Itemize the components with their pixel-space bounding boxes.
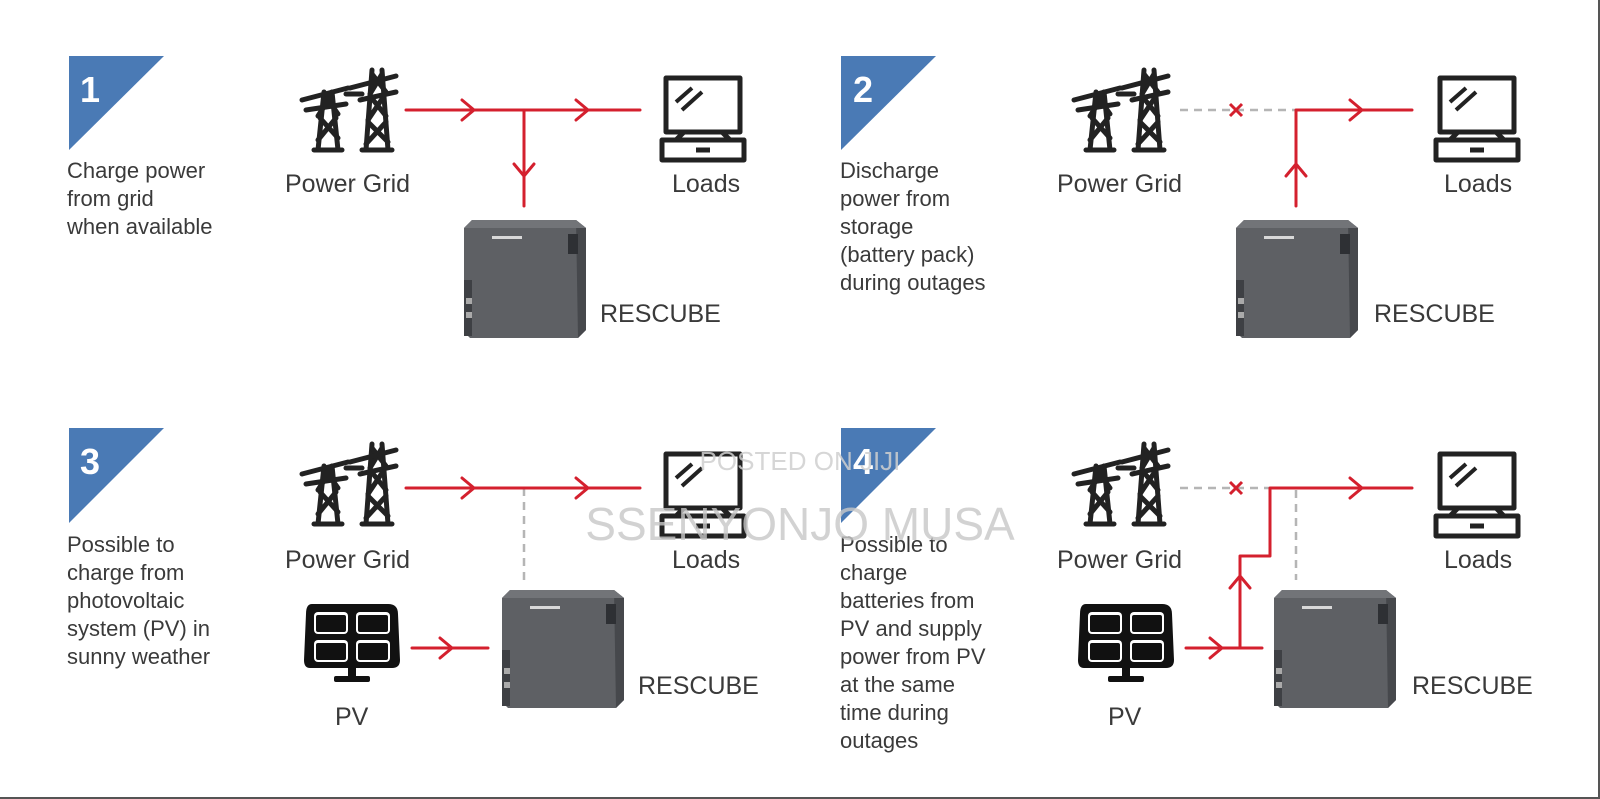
battery-icon [1236, 220, 1358, 338]
step-badge [841, 56, 936, 150]
watermark-line-1: POSTED ON JIJI [700, 446, 901, 476]
storage-label: RESCUBE [600, 300, 721, 328]
watermark-line-2: SSENYONJO MUSA [585, 498, 1015, 550]
power-grid-icon [1074, 444, 1168, 524]
panel-description: Charge power from grid when available [66, 158, 213, 239]
power-grid-icon [302, 70, 396, 150]
loads-label: Loads [1444, 546, 1512, 574]
power-grid-label: Power Grid [1057, 170, 1182, 198]
power-flow-arrows [404, 476, 642, 660]
step-number: 1 [80, 69, 100, 110]
loads-icon [662, 78, 744, 160]
power-grid-icon [1074, 70, 1168, 150]
loads-icon [1436, 454, 1518, 536]
watermark: POSTED ON JIJI SSENYONJO MUSA [585, 446, 1015, 550]
storage-label: RESCUBE [1412, 672, 1533, 700]
power-flow-arrows [1184, 476, 1414, 660]
grid-disconnected-line [1180, 480, 1270, 496]
step-badge [841, 428, 936, 523]
panel-1: 1 Charge power from grid when available … [66, 56, 744, 338]
step-number: 3 [80, 441, 100, 482]
panel-3: 3 Possible to charge from photovoltaic s… [67, 428, 759, 731]
step-number: 2 [853, 69, 873, 110]
panel-2: 2 Discharge power from storage (battery … [840, 56, 1518, 338]
panel-description: Possible to charge from photovoltaic sys… [67, 532, 216, 669]
battery-icon [464, 220, 586, 338]
power-flow-arrows [1284, 98, 1414, 208]
loads-label: Loads [672, 170, 740, 198]
battery-icon [502, 590, 624, 708]
step-number: 4 [853, 441, 873, 482]
solar-panel-icon [304, 604, 400, 682]
panel-4: 4 Possible to charge batteries from PV a… [840, 428, 1533, 753]
power-grid-icon [302, 444, 396, 524]
battery-icon [1274, 590, 1396, 708]
loads-label: Loads [672, 546, 740, 574]
step-badge [69, 56, 164, 150]
power-grid-label: Power Grid [285, 170, 410, 198]
storage-label: RESCUBE [638, 672, 759, 700]
storage-label: RESCUBE [1374, 300, 1495, 328]
panel-description: Discharge power from storage (battery pa… [840, 158, 986, 295]
power-grid-label: Power Grid [285, 546, 410, 574]
loads-icon [1436, 78, 1518, 160]
panel-description: Possible to charge batteries from PV and… [840, 532, 992, 753]
step-badge [69, 428, 164, 523]
pv-label: PV [1108, 703, 1142, 731]
loads-label: Loads [1444, 170, 1512, 198]
grid-disconnected-line [1180, 102, 1296, 118]
power-flow-arrows [404, 98, 642, 208]
solar-panel-icon [1078, 604, 1174, 682]
power-grid-label: Power Grid [1057, 546, 1182, 574]
pv-label: PV [335, 703, 369, 731]
